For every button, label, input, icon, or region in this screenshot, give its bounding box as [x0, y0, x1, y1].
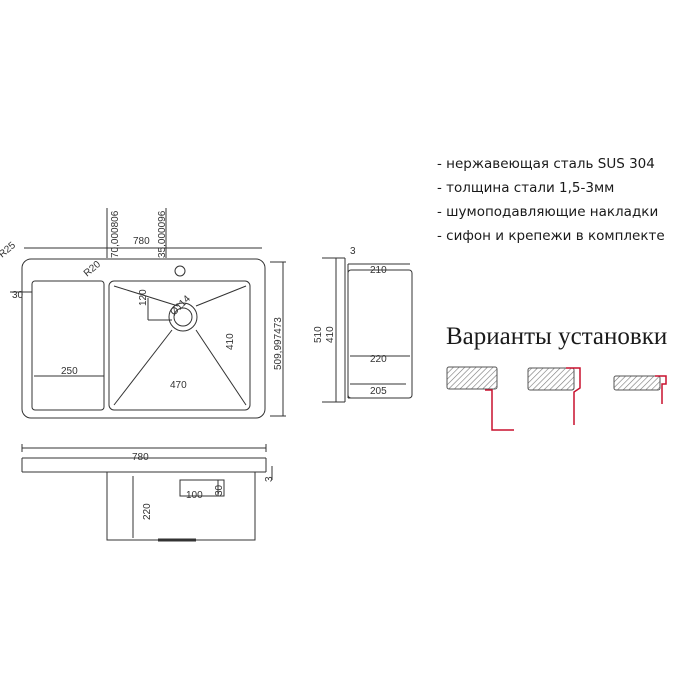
top-view: [10, 208, 286, 419]
dim-front-drain-height: 30: [214, 484, 225, 496]
dim-drain-offset: 120: [138, 289, 149, 306]
feature-material: - нержавеющая сталь SUS 304: [437, 156, 655, 172]
variant-2-icon: [527, 367, 581, 425]
dim-side-bowl-height: 410: [325, 326, 336, 343]
front-drain: [179, 479, 225, 497]
dim-side-bottom-width: 205: [370, 386, 387, 397]
feature-thickness: - толщина стали 1,5-3мм: [437, 180, 615, 196]
dim-drainboard-width: 250: [61, 366, 78, 377]
side-bowl: [347, 269, 413, 399]
dim-radius-outer: R25: [0, 240, 18, 261]
dim-left-margin: 30: [12, 290, 24, 301]
dim-side-thickness: 3: [350, 246, 356, 257]
feature-siphon: - сифон и крепежи в комплекте: [437, 228, 665, 244]
variant-3-icon: [613, 375, 667, 404]
variant-1-icon: [446, 366, 514, 431]
dim-front-drain-width: 100: [186, 490, 203, 501]
front-bowl: [106, 472, 256, 541]
sink-outline: [21, 258, 266, 419]
dim-bowl-width: 470: [170, 380, 187, 391]
drain-inner: [173, 307, 193, 327]
dim-drain-diameter: Ø114: [168, 293, 193, 318]
front-view: [21, 444, 273, 542]
side-view: [322, 257, 413, 403]
dim-overall-depth: 509,997473: [273, 317, 284, 370]
dim-top-width: 780: [133, 236, 150, 247]
installation-variants: [446, 366, 667, 431]
dim-side-overall-height: 510: [313, 326, 324, 343]
drain-outer: [168, 302, 198, 332]
drainboard-area: [31, 280, 105, 411]
variants-title: Варианты установки: [446, 323, 668, 350]
dim-bowl-depth: 410: [225, 333, 236, 350]
main-bowl: [108, 280, 251, 411]
dim-side-top-width: 210: [370, 265, 387, 276]
faucet-hole: [174, 265, 186, 277]
dim-front-width: 780: [132, 452, 149, 463]
dim-front-thickness: 3: [264, 476, 275, 482]
dim-radius-inner: R20: [82, 259, 103, 280]
feature-noise-pads: - шумоподавляющие накладки: [437, 204, 659, 220]
dim-side-mid-width: 220: [370, 354, 387, 365]
dim-offset-70: 70,000806: [110, 210, 121, 258]
dim-offset-35: 35,000096: [157, 210, 168, 258]
dim-front-depth: 220: [142, 503, 153, 520]
